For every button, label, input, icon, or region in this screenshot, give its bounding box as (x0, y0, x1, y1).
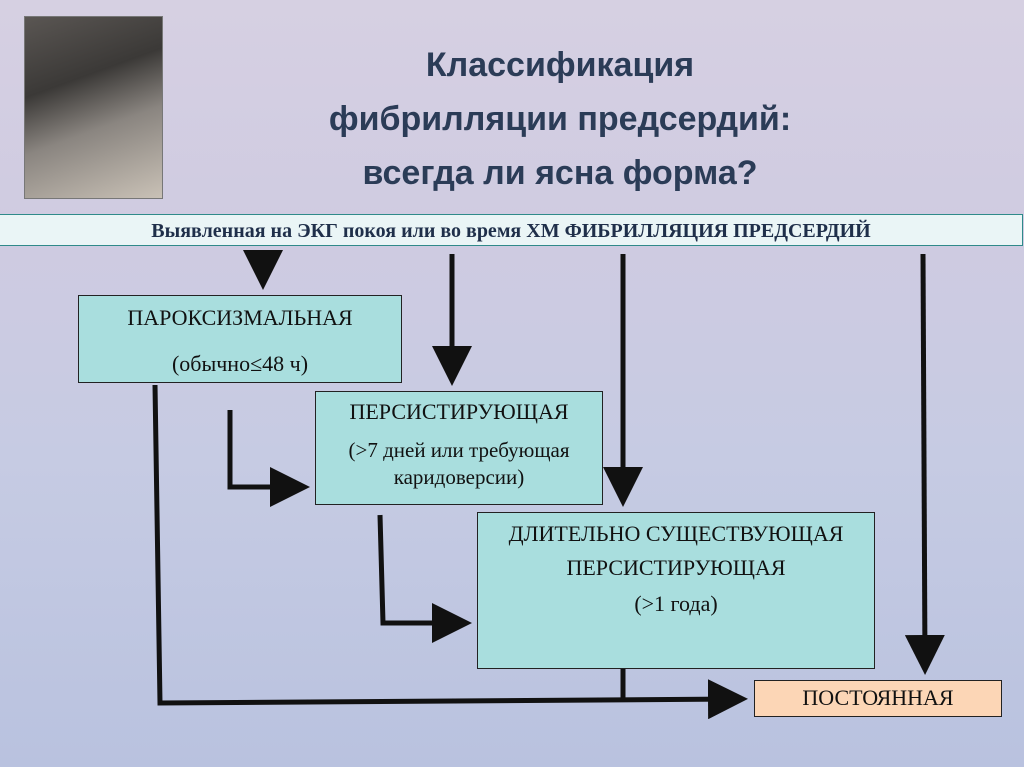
title-line-1: Классификация (425, 46, 695, 84)
long-persistent-label: ДЛИТЕЛЬНО СУЩЕСТВУЮЩАЯ ПЕРСИСТИРУЮЩАЯ (508, 521, 844, 580)
arrow-paroxysmal-to-permanent (152, 384, 748, 720)
long-persistent-box: ДЛИТЕЛЬНО СУЩЕСТВУЮЩАЯ ПЕРСИСТИРУЮЩАЯ (>… (477, 512, 875, 669)
arrow-persistent-to-long (377, 514, 472, 643)
paroxysmal-box: ПАРОКСИЗМАЛЬНАЯ (обычно≤48 ч) (78, 295, 402, 383)
arrow-paroxysmal-to-persistent (227, 410, 310, 507)
paroxysmal-label: ПАРОКСИЗМАЛЬНАЯ (127, 305, 353, 330)
slide-title: Классификация фибрилляции предсердий: вс… (200, 38, 920, 200)
banner-text: Выявленная на ЭКГ покоя или во время ХМ … (151, 220, 871, 242)
permanent-box: ПОСТОЯННАЯ (754, 680, 1002, 717)
title-line-3: всегда ли ясна форма? (362, 154, 758, 192)
af-detected-banner: Выявленная на ЭКГ покоя или во время ХМ … (0, 214, 1023, 246)
permanent-label: ПОСТОЯННАЯ (802, 685, 954, 710)
long-persistent-note: (>1 года) (634, 591, 718, 616)
title-line-2: фибрилляции предсердий: (328, 100, 792, 138)
stethoscope-photo (24, 16, 163, 199)
paroxysmal-note: (обычно≤48 ч) (171, 351, 309, 376)
persistent-label: ПЕРСИСТИРУЮЩАЯ (349, 399, 569, 424)
persistent-note: (>7 дней или требующая каридоверсии) (348, 438, 570, 489)
persistent-box: ПЕРСИСТИРУЮЩАЯ (>7 дней или требующая ка… (315, 391, 603, 505)
arrow-to-permanent-right (904, 253, 945, 675)
